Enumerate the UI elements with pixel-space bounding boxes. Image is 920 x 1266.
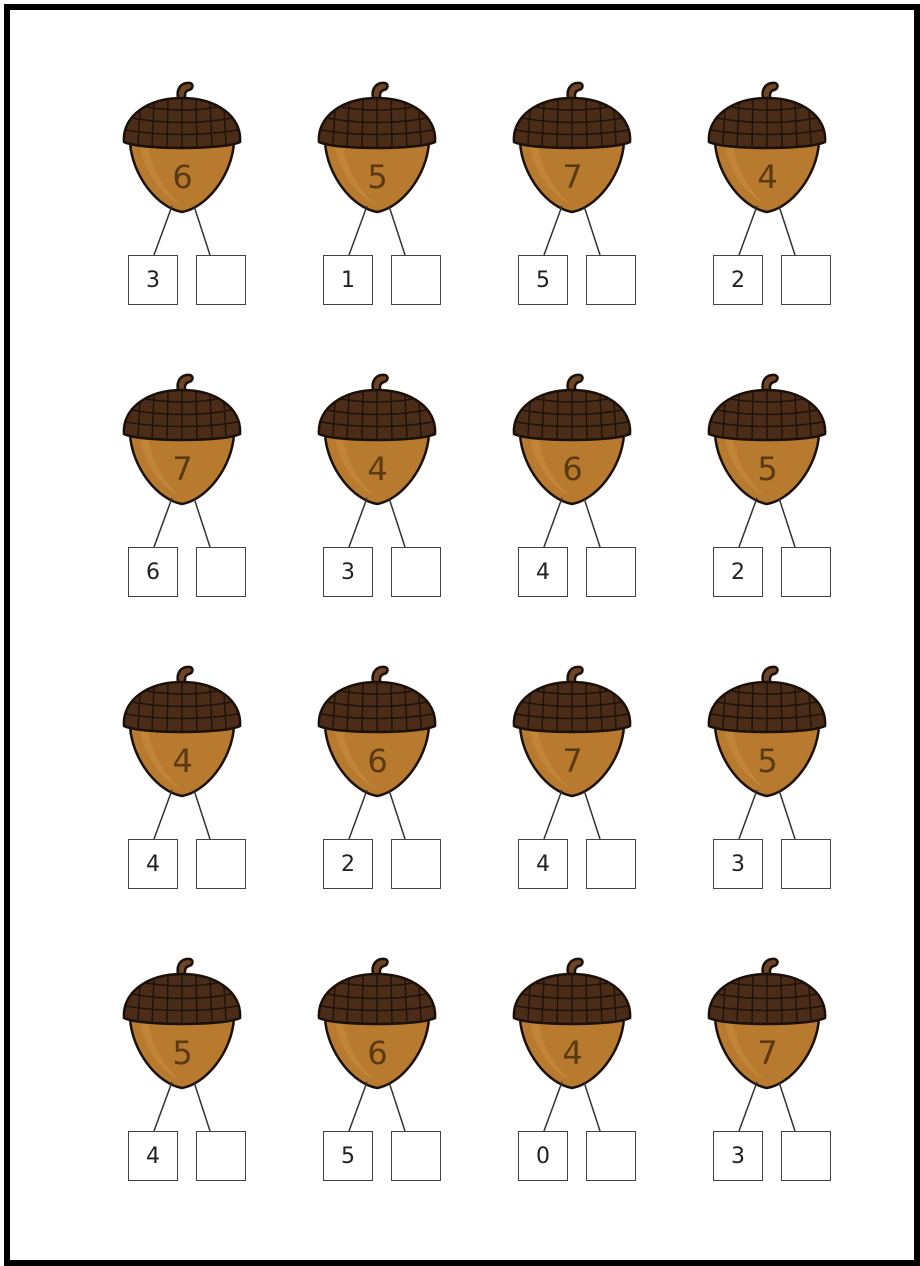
answer-box[interactable] — [781, 1131, 831, 1181]
acorn-icon — [510, 372, 635, 512]
answer-box[interactable] — [196, 547, 246, 597]
acorn-icon — [705, 956, 830, 1096]
answer-box[interactable] — [586, 547, 636, 597]
answer-box[interactable] — [391, 1131, 441, 1181]
acorn-icon — [120, 956, 245, 1096]
number-bond-grid: 6 3 5 — [80, 80, 860, 1220]
known-part-box: 4 — [518, 839, 568, 889]
known-part-box: 2 — [713, 547, 763, 597]
known-part-box: 3 — [713, 1131, 763, 1181]
acorn-icon — [705, 80, 830, 220]
known-part-box: 3 — [323, 547, 373, 597]
number-bond: 7 6 — [80, 372, 275, 664]
acorn-whole-number: 6 — [120, 158, 245, 196]
number-bond: 6 3 — [80, 80, 275, 372]
acorn-icon — [510, 664, 635, 804]
acorn-whole-number: 6 — [315, 742, 440, 780]
number-bond: 6 4 — [470, 372, 665, 664]
answer-box[interactable] — [391, 839, 441, 889]
answer-box[interactable] — [586, 255, 636, 305]
acorn-icon — [315, 80, 440, 220]
answer-box[interactable] — [196, 1131, 246, 1181]
number-bond: 7 4 — [470, 664, 665, 956]
known-part-box: 2 — [323, 839, 373, 889]
number-bond: 5 4 — [80, 956, 275, 1248]
answer-box[interactable] — [586, 1131, 636, 1181]
acorn-icon — [315, 956, 440, 1096]
answer-box[interactable] — [586, 839, 636, 889]
acorn-icon — [510, 956, 635, 1096]
acorn-icon — [510, 80, 635, 220]
known-part-box: 0 — [518, 1131, 568, 1181]
acorn-whole-number: 5 — [705, 450, 830, 488]
acorn-whole-number: 5 — [705, 742, 830, 780]
number-bond: 4 2 — [665, 80, 860, 372]
number-bond: 7 3 — [665, 956, 860, 1248]
known-part-box: 3 — [713, 839, 763, 889]
acorn-whole-number: 6 — [315, 1034, 440, 1072]
acorn-icon — [315, 372, 440, 512]
acorn-whole-number: 4 — [120, 742, 245, 780]
acorn-whole-number: 4 — [510, 1034, 635, 1072]
number-bond: 4 0 — [470, 956, 665, 1248]
answer-box[interactable] — [781, 547, 831, 597]
acorn-whole-number: 7 — [120, 450, 245, 488]
answer-box[interactable] — [391, 255, 441, 305]
number-bond: 4 3 — [275, 372, 470, 664]
known-part-box: 4 — [128, 839, 178, 889]
acorn-whole-number: 7 — [510, 158, 635, 196]
acorn-icon — [120, 80, 245, 220]
known-part-box: 4 — [518, 547, 568, 597]
acorn-whole-number: 7 — [705, 1034, 830, 1072]
known-part-box: 4 — [128, 1131, 178, 1181]
acorn-icon — [315, 664, 440, 804]
acorn-whole-number: 4 — [315, 450, 440, 488]
acorn-icon — [120, 372, 245, 512]
answer-box[interactable] — [196, 255, 246, 305]
acorn-whole-number: 5 — [315, 158, 440, 196]
acorn-whole-number: 7 — [510, 742, 635, 780]
acorn-whole-number: 6 — [510, 450, 635, 488]
known-part-box: 6 — [128, 547, 178, 597]
answer-box[interactable] — [391, 547, 441, 597]
acorn-whole-number: 4 — [705, 158, 830, 196]
answer-box[interactable] — [781, 255, 831, 305]
acorn-icon — [705, 372, 830, 512]
acorn-icon — [120, 664, 245, 804]
acorn-icon — [705, 664, 830, 804]
number-bond: 4 4 — [80, 664, 275, 956]
number-bond: 6 2 — [275, 664, 470, 956]
answer-box[interactable] — [781, 839, 831, 889]
number-bond: 5 2 — [665, 372, 860, 664]
number-bond: 5 3 — [665, 664, 860, 956]
number-bond: 7 5 — [470, 80, 665, 372]
known-part-box: 5 — [518, 255, 568, 305]
answer-box[interactable] — [196, 839, 246, 889]
known-part-box: 5 — [323, 1131, 373, 1181]
known-part-box: 3 — [128, 255, 178, 305]
acorn-whole-number: 5 — [120, 1034, 245, 1072]
number-bond: 5 1 — [275, 80, 470, 372]
worksheet-frame: 6 3 5 — [4, 4, 920, 1266]
known-part-box: 2 — [713, 255, 763, 305]
known-part-box: 1 — [323, 255, 373, 305]
number-bond: 6 5 — [275, 956, 470, 1248]
